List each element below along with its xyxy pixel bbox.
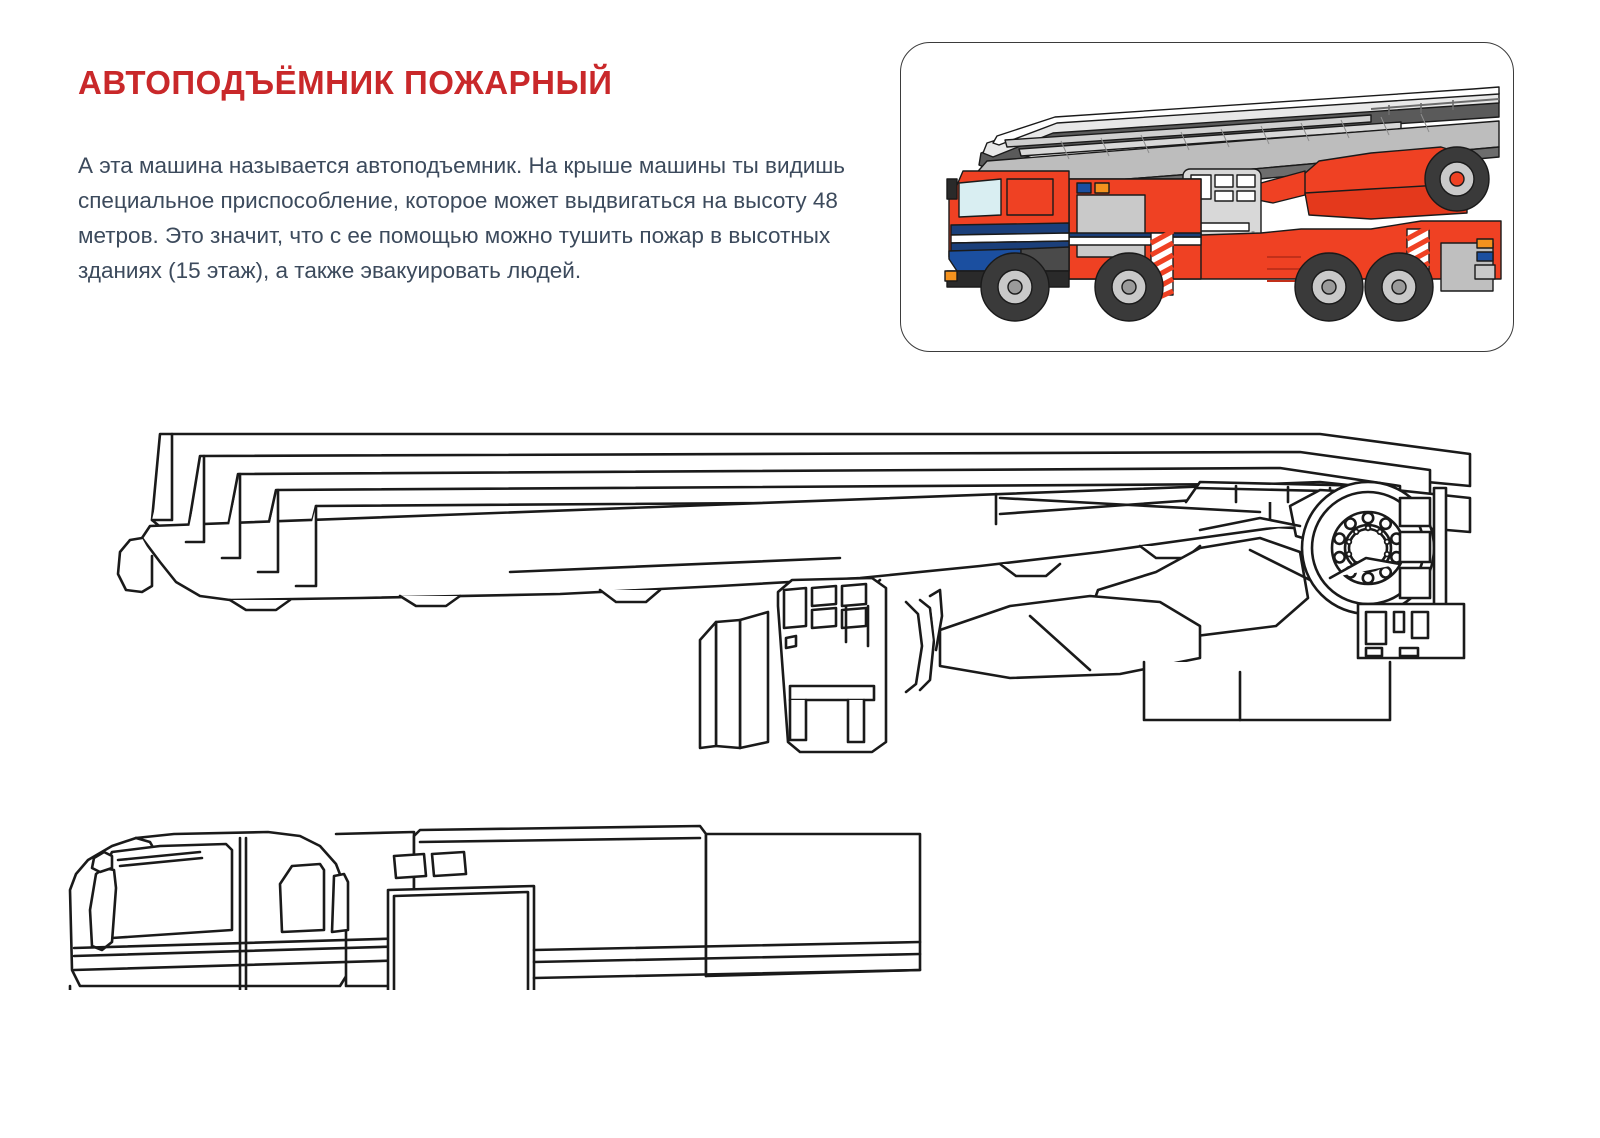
reference-rear-wheel-rear [1364,252,1434,322]
equipment-locker [386,824,922,990]
reference-rear-control-panel [1474,238,1496,280]
description-paragraph: А эта машина называется автоподъемник. Н… [78,153,846,283]
rescue-cage [698,576,888,952]
reference-rear-wheel-front [1294,252,1364,322]
description-block: А эта машина называется автоподъемник. Н… [78,148,878,288]
reference-spare-wheel [1424,146,1490,212]
reference-illustration-card [900,42,1514,352]
reference-fire-truck-illustration [944,86,1502,322]
reference-second-wheel [1094,252,1164,322]
reference-wheels [980,146,1490,322]
coloring-line-drawing [0,390,1600,990]
page-title: АВТОПОДЪЁМНИК ПОЖАРНЫЙ [78,64,613,101]
turntable-boom [938,488,1402,722]
reference-boom-arm [1252,146,1468,220]
cab-outline [68,830,416,990]
fire-truck-outline-svg [68,432,1472,990]
reference-front-wheel [980,252,1050,322]
aerial-ladder-sections [116,432,1472,612]
hydraulic-hoses [904,588,944,694]
rear-ladder-rack [1328,486,1466,660]
